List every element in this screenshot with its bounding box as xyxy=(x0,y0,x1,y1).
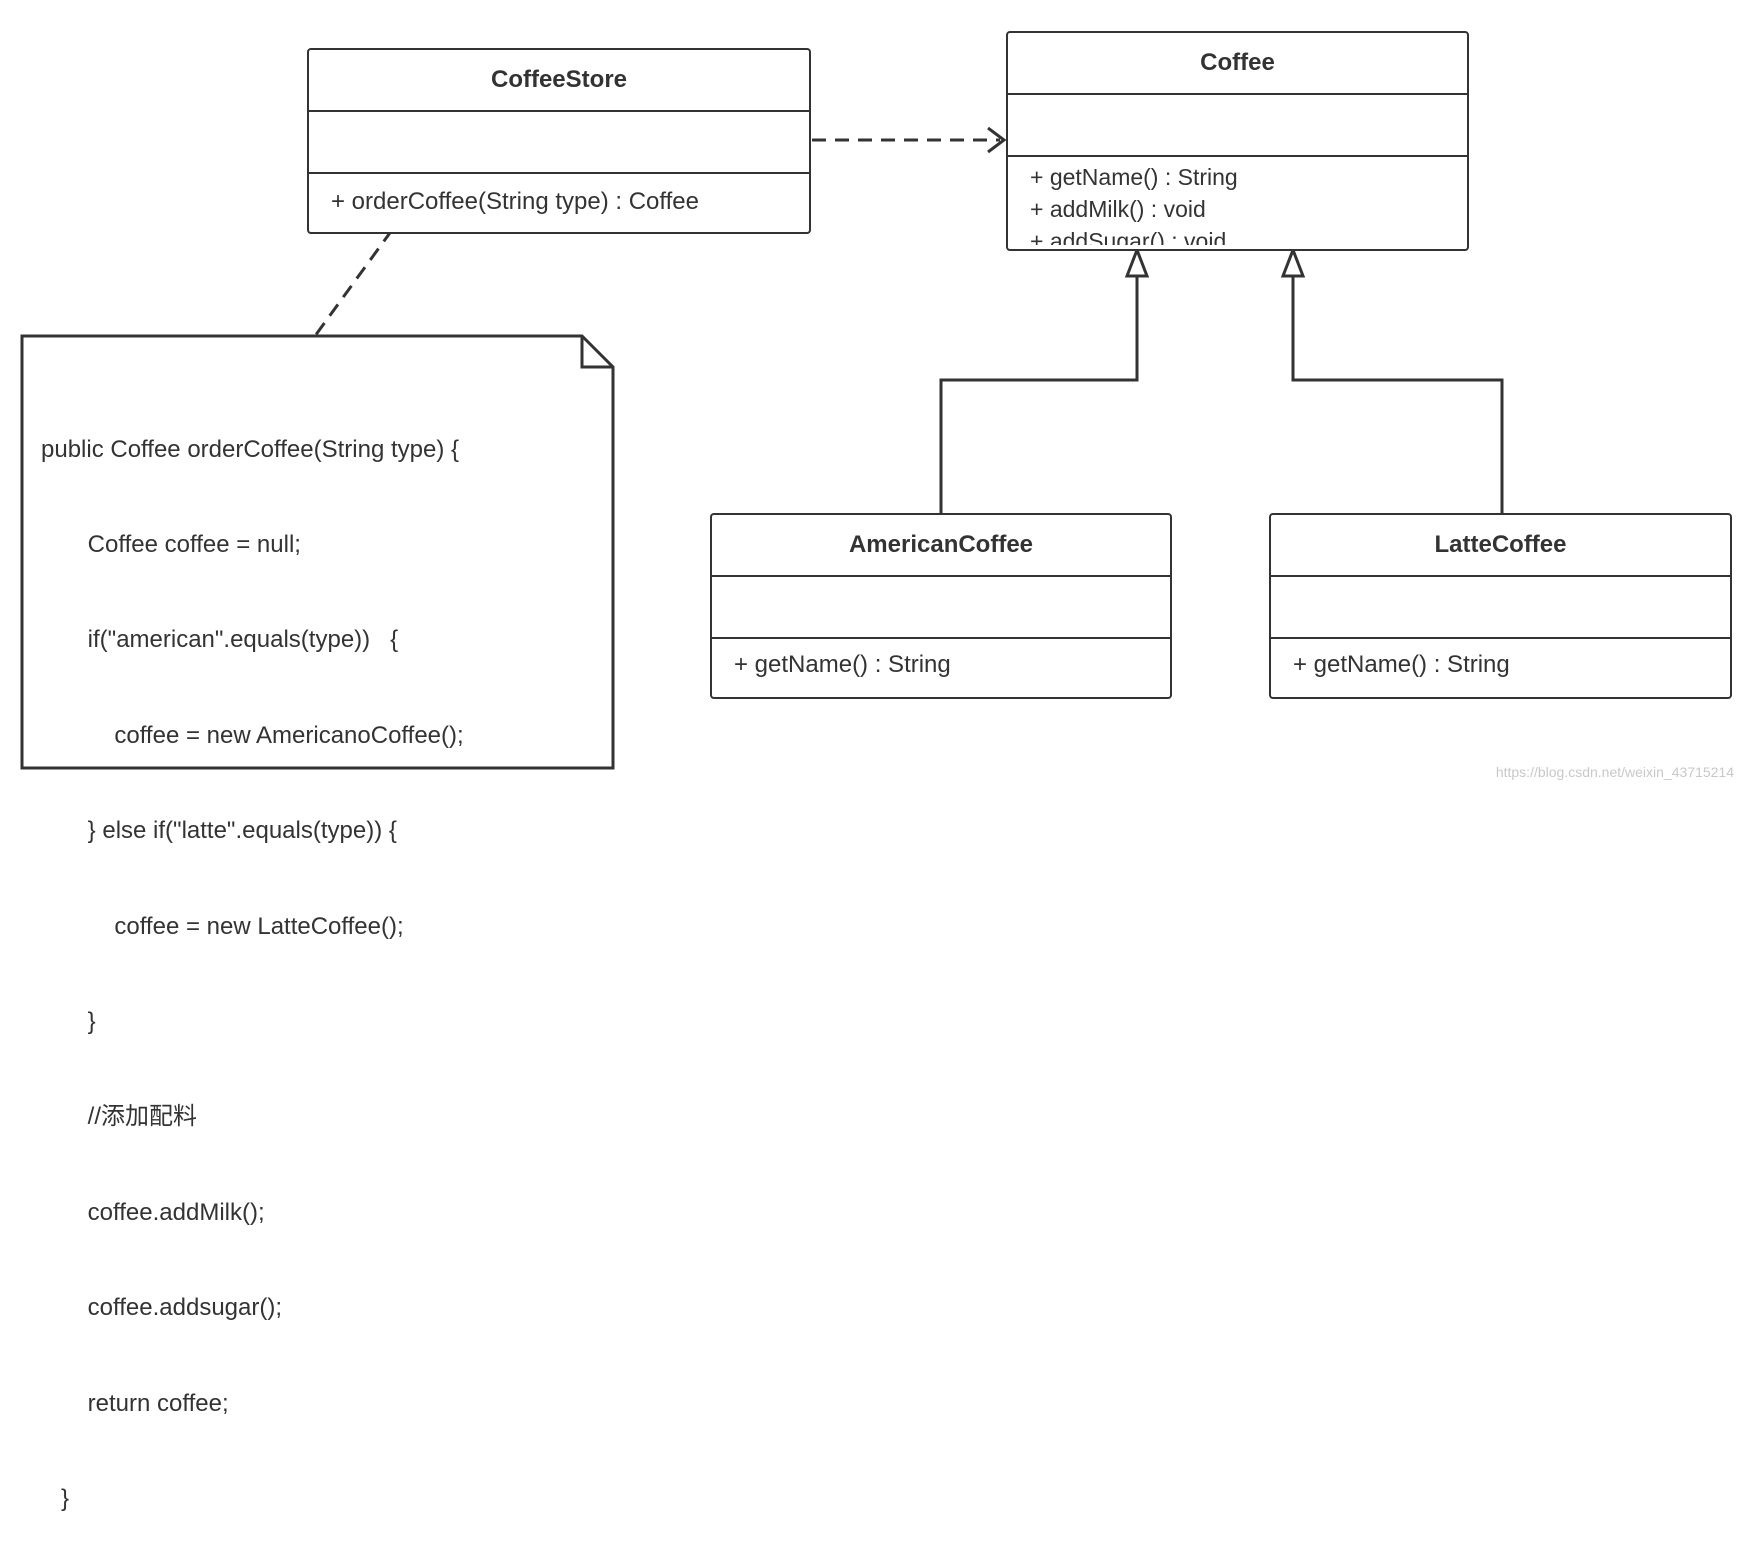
note-line: coffee = new LatteCoffee(); xyxy=(41,912,404,940)
diagram-connectors xyxy=(20,126,1504,770)
generalization-arrowhead-latte xyxy=(1280,245,1306,278)
note-line: } else if("latte".equals(type)) { xyxy=(41,817,397,845)
class-name: CoffeeStore xyxy=(309,50,809,112)
operation: + addMilk() : void xyxy=(1030,196,1206,222)
note-fold xyxy=(580,336,613,369)
note-line: coffee.addMilk(); xyxy=(41,1198,265,1226)
operations-compartment: + getName() : String + addMilk() : void … xyxy=(1008,157,1467,245)
note-box xyxy=(20,334,615,770)
operation: + getName() : String xyxy=(1293,651,1510,678)
operations-compartment: + getName() : String xyxy=(712,639,1170,681)
note-line: } xyxy=(41,1484,70,1512)
note-line: if("american".equals(type)) { xyxy=(41,626,399,654)
generalization-arrowhead-american xyxy=(1124,245,1150,278)
operations-compartment: + orderCoffee(String type) : Coffee xyxy=(309,174,809,218)
attributes-compartment xyxy=(309,112,809,174)
note-line: coffee = new AmericanoCoffee(); xyxy=(41,721,464,749)
class-name: Coffee xyxy=(1008,33,1467,95)
class-coffee-store[interactable]: CoffeeStore + orderCoffee(String type) :… xyxy=(307,48,811,234)
operation: + getName() : String xyxy=(734,651,951,678)
note-line: } xyxy=(41,1007,96,1035)
operation: + getName() : String xyxy=(1030,164,1238,190)
note-line: public Coffee orderCoffee(String type) { xyxy=(41,435,460,463)
note-code: public Coffee orderCoffee(String type) {… xyxy=(41,370,464,1546)
class-coffee[interactable]: Coffee + getName() : String + addMilk() … xyxy=(1006,31,1469,251)
note-line: Coffee coffee = null; xyxy=(41,530,301,558)
operation: + orderCoffee(String type) : Coffee xyxy=(331,188,699,215)
class-name: AmericanCoffee xyxy=(712,515,1170,577)
attributes-compartment xyxy=(1271,577,1730,639)
generalization-line-american xyxy=(939,274,1139,513)
note-line: coffee.addsugar(); xyxy=(41,1294,283,1322)
dependency-arrowhead xyxy=(987,126,1007,154)
generalization-line-latte xyxy=(1291,274,1504,513)
note-line: return coffee; xyxy=(41,1389,229,1417)
class-name: LatteCoffee xyxy=(1271,515,1730,577)
attributes-compartment xyxy=(1008,95,1467,157)
note-line: //添加配料 xyxy=(41,1103,198,1131)
operations-compartment: + getName() : String xyxy=(1271,639,1730,681)
watermark: https://blog.csdn.net/weixin_43715214 xyxy=(1495,764,1734,780)
operation: + addSugar() : void xyxy=(1030,228,1227,245)
class-american-coffee[interactable]: AmericanCoffee + getName() : String xyxy=(710,513,1172,699)
class-latte-coffee[interactable]: LatteCoffee + getName() : String xyxy=(1269,513,1732,699)
note-anchor-line xyxy=(313,229,394,337)
attributes-compartment xyxy=(712,577,1170,639)
